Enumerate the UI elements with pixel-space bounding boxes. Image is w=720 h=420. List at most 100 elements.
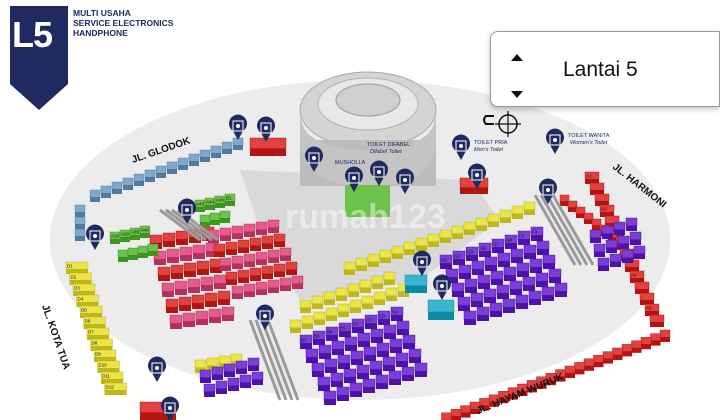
stall-unit[interactable] bbox=[541, 286, 555, 301]
stall-unit[interactable] bbox=[361, 295, 374, 309]
stall-unit[interactable] bbox=[335, 287, 348, 301]
stall-unit[interactable] bbox=[548, 268, 562, 283]
stall-unit[interactable] bbox=[371, 275, 384, 289]
stall-unit[interactable]: A35 bbox=[129, 227, 141, 240]
stall-unit[interactable] bbox=[589, 182, 605, 195]
stall-unit[interactable] bbox=[388, 370, 402, 385]
stall-unit[interactable] bbox=[523, 244, 537, 259]
stall-unit[interactable] bbox=[463, 221, 476, 235]
stall-unit[interactable] bbox=[211, 366, 224, 380]
stall-unit[interactable] bbox=[589, 229, 602, 243]
stall-unit[interactable] bbox=[74, 228, 86, 241]
toilet-icon[interactable] bbox=[433, 274, 452, 300]
stall-unit[interactable] bbox=[370, 328, 384, 343]
stall-unit[interactable] bbox=[379, 249, 392, 263]
stall-unit[interactable] bbox=[225, 241, 238, 255]
stall-unit[interactable]: D3 bbox=[72, 283, 96, 296]
stall-unit[interactable]: A40 bbox=[139, 225, 151, 238]
stall-unit[interactable]: A44 bbox=[204, 197, 216, 210]
escalator-icon[interactable] bbox=[178, 198, 196, 224]
stall-unit[interactable] bbox=[559, 194, 570, 206]
stall-unit[interactable] bbox=[217, 290, 231, 305]
stall-unit[interactable]: F3 bbox=[530, 226, 544, 241]
stall-unit[interactable] bbox=[251, 371, 264, 385]
stall-unit[interactable] bbox=[255, 281, 268, 295]
stall-unit[interactable]: A43 bbox=[194, 199, 206, 212]
stall-unit[interactable] bbox=[192, 244, 206, 259]
stall-unit[interactable]: A4 bbox=[629, 270, 645, 283]
stall-unit[interactable] bbox=[529, 258, 543, 273]
stall-unit[interactable] bbox=[477, 274, 491, 289]
stall-unit[interactable] bbox=[208, 308, 222, 323]
stall-unit[interactable] bbox=[528, 290, 542, 305]
stall-unit[interactable] bbox=[363, 346, 377, 361]
stall-unit[interactable] bbox=[337, 303, 350, 317]
stall-unit[interactable]: D12 bbox=[104, 382, 127, 395]
stall-unit[interactable] bbox=[408, 348, 422, 363]
stall-unit[interactable]: A45 bbox=[214, 195, 226, 208]
stall-unit[interactable] bbox=[199, 149, 211, 162]
stall-unit[interactable] bbox=[169, 314, 183, 329]
elevator-icon[interactable] bbox=[85, 224, 104, 250]
stall-unit[interactable] bbox=[427, 233, 440, 247]
stall-unit[interactable] bbox=[305, 348, 319, 363]
stall-unit[interactable] bbox=[450, 409, 462, 420]
stall-unit[interactable]: A5 bbox=[644, 303, 660, 316]
stall-unit[interactable] bbox=[178, 296, 192, 311]
stall-unit[interactable] bbox=[457, 296, 471, 311]
stall-unit[interactable] bbox=[490, 270, 504, 285]
stall-unit[interactable] bbox=[199, 214, 211, 227]
stall-unit[interactable] bbox=[349, 382, 363, 397]
stall-unit[interactable] bbox=[267, 279, 280, 293]
stall-unit[interactable] bbox=[89, 189, 101, 202]
stall-unit[interactable] bbox=[629, 231, 642, 245]
stall-unit[interactable] bbox=[227, 377, 240, 391]
stall-unit[interactable] bbox=[414, 362, 428, 377]
stall-unit[interactable] bbox=[401, 366, 415, 381]
stall-unit[interactable] bbox=[464, 278, 478, 293]
floor-stepper[interactable]: Lantai 5 bbox=[490, 31, 720, 107]
stall-unit[interactable] bbox=[451, 225, 464, 239]
stall-unit[interactable] bbox=[476, 306, 490, 321]
stall-unit[interactable] bbox=[74, 216, 86, 229]
stall-unit[interactable] bbox=[344, 336, 358, 351]
stall-unit[interactable] bbox=[196, 260, 210, 275]
stall-unit[interactable] bbox=[535, 272, 549, 287]
stall-unit[interactable] bbox=[267, 249, 280, 263]
stall-unit[interactable] bbox=[383, 324, 397, 339]
stall-unit[interactable] bbox=[249, 137, 287, 156]
stall-unit[interactable] bbox=[219, 210, 231, 223]
stall-unit[interactable] bbox=[383, 271, 396, 285]
stall-unit[interactable] bbox=[391, 245, 404, 259]
elevator-icon[interactable] bbox=[467, 163, 486, 189]
stall-unit[interactable]: C4 bbox=[390, 306, 404, 321]
stall-unit[interactable] bbox=[203, 383, 216, 397]
stall-unit[interactable]: C2 bbox=[364, 314, 378, 329]
escalator-icon[interactable] bbox=[539, 178, 557, 204]
stall-unit[interactable] bbox=[567, 200, 578, 212]
stall-unit[interactable] bbox=[243, 283, 256, 297]
stall-unit[interactable]: D5 bbox=[79, 305, 103, 318]
stall-unit[interactable] bbox=[127, 247, 139, 260]
stall-unit[interactable] bbox=[175, 230, 189, 245]
stall-unit[interactable]: A10 bbox=[109, 231, 121, 244]
stall-unit[interactable] bbox=[640, 337, 652, 350]
stall-unit[interactable] bbox=[337, 354, 351, 369]
stall-unit[interactable] bbox=[617, 235, 630, 249]
toilet-women-icon[interactable] bbox=[546, 128, 564, 154]
stall-unit[interactable] bbox=[323, 291, 336, 305]
stall-unit[interactable] bbox=[210, 145, 222, 158]
stall-unit[interactable] bbox=[279, 247, 292, 261]
stall-unit[interactable] bbox=[634, 281, 650, 294]
escalator-icon[interactable] bbox=[256, 304, 274, 330]
stall-unit[interactable] bbox=[330, 372, 344, 387]
stall-unit[interactable] bbox=[375, 374, 389, 389]
stall-unit[interactable] bbox=[359, 279, 372, 293]
stall-unit[interactable] bbox=[221, 141, 233, 154]
stall-unit[interactable] bbox=[613, 221, 626, 235]
stall-unit[interactable] bbox=[347, 283, 360, 297]
stall-unit[interactable] bbox=[221, 306, 235, 321]
stall-unit[interactable]: G8 bbox=[504, 234, 518, 249]
stall-unit[interactable] bbox=[357, 332, 371, 347]
stall-unit[interactable] bbox=[496, 284, 510, 299]
